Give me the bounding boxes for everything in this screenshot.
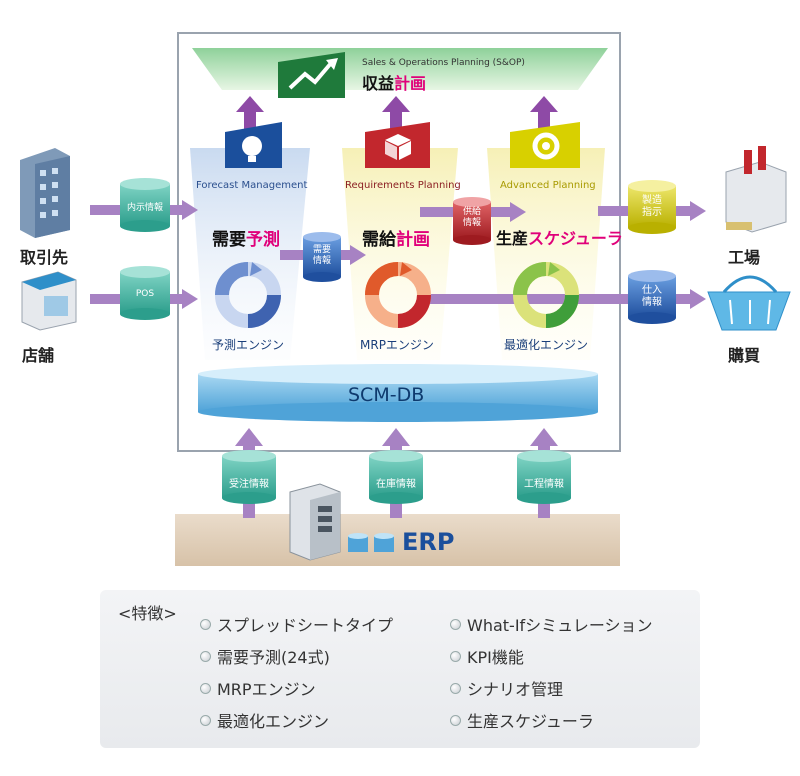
cyl-pos (120, 266, 170, 320)
bullet-icon (450, 683, 461, 694)
building-icon (20, 148, 70, 238)
factory-icon (725, 146, 787, 233)
cyl-naiji (120, 178, 170, 232)
cyl-kyokyu-label: 供給 情報 (462, 207, 481, 228)
sop-subtitle: Sales & Operations Planning (S&OP) (362, 58, 525, 68)
cyl-zaiko (369, 450, 423, 504)
store-label: 店舗 (22, 346, 55, 365)
feature-item: KPI機能 (450, 644, 524, 668)
bullet-icon (450, 715, 461, 726)
supply-pink: 計画 (396, 230, 430, 250)
feature-text: KPI機能 (467, 648, 524, 667)
purchase-label: 購買 (728, 346, 761, 365)
cyl-shiire (628, 270, 676, 324)
forecast-icon (225, 122, 282, 168)
supply-black: 需給 (362, 230, 396, 250)
cyl-juchu (222, 450, 276, 504)
server-icon (289, 483, 341, 561)
demand-pink: 予測 (246, 230, 280, 250)
cyl-seizo-label: 製造 指示 (642, 195, 662, 218)
optimize-cycle-icon (513, 262, 579, 328)
advanced-icon (510, 122, 580, 168)
feature-text: シナリオ管理 (467, 680, 564, 699)
engine-forecast-label: 予測エンジン (212, 338, 285, 352)
requirements-icon (365, 122, 430, 168)
cyl-kotei (517, 450, 571, 504)
feature-item: 最適化エンジン (200, 708, 329, 732)
bullet-icon (200, 715, 211, 726)
feature-text: 需要予測(24式) (217, 648, 330, 667)
feature-item: 生産スケジューラ (450, 708, 594, 732)
erp-label: ERP (402, 528, 455, 556)
cyl-zaiko-label: 在庫情報 (376, 479, 416, 490)
bullet-icon (200, 683, 211, 694)
feature-item: MRPエンジン (200, 676, 316, 700)
erp-band (175, 514, 620, 566)
feature-text: MRPエンジン (217, 680, 316, 699)
demand-forecast-heading: 需要予測 (212, 225, 280, 250)
cyl-kotei-label: 工程情報 (524, 479, 564, 490)
cyl-juchu-label: 受注情報 (229, 479, 269, 490)
basket-icon (707, 275, 791, 331)
module-requirements-label: Requirements Planning (345, 180, 461, 191)
bullet-icon (200, 619, 211, 630)
sop-title: 収益計画 (362, 70, 426, 94)
sop-chart-icon (278, 52, 345, 98)
sched-pink: スケジューラ (528, 229, 623, 248)
cyl-kyokyu (453, 197, 491, 245)
cyl-pos-label: POS (135, 289, 155, 299)
bullet-icon (200, 651, 211, 662)
feature-item: What-Ifシミュレーション (450, 612, 653, 636)
factory-label: 工場 (728, 248, 761, 267)
feature-item: スプレッドシートタイプ (200, 612, 393, 636)
cyl-naiji-label: 内示情報 (126, 203, 163, 213)
features-title: <特徴> (118, 604, 177, 623)
module-forecast-label: Forecast Management (196, 180, 308, 191)
feature-text: What-Ifシミュレーション (467, 616, 653, 635)
feature-item: シナリオ管理 (450, 676, 563, 700)
feature-item: 需要予測(24式) (200, 644, 330, 668)
module-advanced-label: Advanced Planning (500, 180, 596, 191)
supply-plan-heading: 需給計画 (362, 225, 430, 250)
scheduler-heading: 生産スケジューラ (496, 225, 623, 249)
feature-text: スプレッドシートタイプ (217, 616, 394, 635)
scm-db-disc (198, 364, 598, 422)
engine-optimize-label: 最適化エンジン (504, 338, 589, 352)
feature-text: 生産スケジューラ (467, 712, 594, 731)
arrow-heads (182, 200, 706, 309)
sop-title-pink: 計画 (394, 74, 427, 93)
scm-db-label: SCM-DB (348, 384, 425, 406)
bullet-icon (450, 651, 461, 662)
sched-black: 生産 (496, 229, 529, 248)
erp-db-icons (348, 533, 394, 552)
cyl-juyo (303, 232, 341, 282)
cyl-seizo (628, 180, 676, 234)
cyl-shiire-label: 仕入 情報 (642, 285, 662, 308)
demand-black: 需要 (212, 230, 246, 250)
partner-label: 取引先 (20, 248, 69, 267)
feature-text: 最適化エンジン (217, 712, 330, 731)
cyl-juyo-label: 需要 情報 (312, 245, 331, 266)
mrp-cycle-icon (365, 262, 431, 328)
engine-mrp-label: MRPエンジン (360, 338, 434, 352)
forecast-cycle-icon (215, 262, 281, 328)
bullet-icon (450, 619, 461, 630)
sop-title-black: 収益 (362, 74, 395, 93)
store-icon (21, 271, 77, 331)
